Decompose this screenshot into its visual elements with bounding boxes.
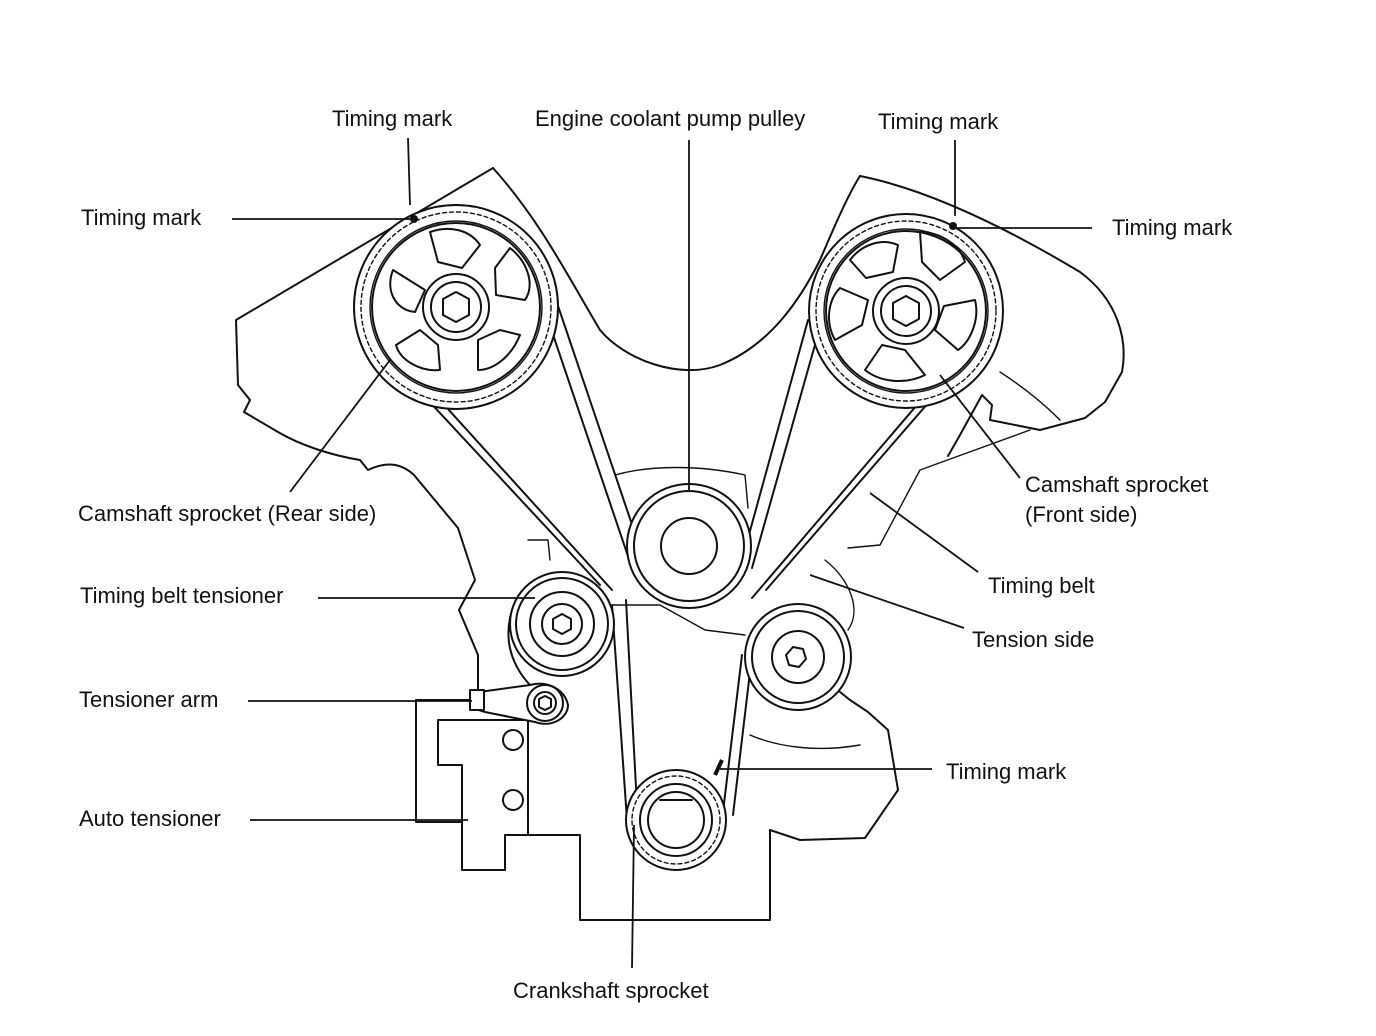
crankshaft-sprocket: [625, 769, 727, 871]
label-coolant-pump-pulley: Engine coolant pump pulley: [535, 106, 805, 131]
label-camshaft-sprocket-front-1: Camshaft sprocket: [1025, 472, 1208, 497]
label-timing-mark-crank: Timing mark: [946, 759, 1067, 784]
timing-mark-indicators: [410, 215, 957, 776]
label-tension-side: Tension side: [972, 627, 1094, 652]
leader-timing-belt: [869, 492, 979, 573]
camshaft-sprocket-rear: [353, 204, 559, 410]
label-auto-tensioner: Auto tensioner: [79, 806, 221, 831]
label-timing-mark-left: Timing mark: [81, 205, 202, 230]
label-crankshaft-sprocket: Crankshaft sprocket: [513, 978, 709, 1003]
idler-pulley: [744, 603, 852, 711]
leader-lines: [232, 137, 1092, 969]
camshaft-sprocket-front: [808, 213, 1004, 409]
leader-tension-side: [809, 574, 965, 629]
engine-block-outline: [235, 167, 1125, 921]
front-sprocket-spokes: [828, 231, 978, 382]
tensioner-arm: [469, 682, 569, 725]
label-timing-mark-top-left: Timing mark: [332, 106, 453, 131]
label-timing-mark-top-right: Timing mark: [878, 109, 999, 134]
label-timing-mark-right: Timing mark: [1112, 215, 1233, 240]
leader-camshaft-rear: [289, 359, 391, 493]
rear-sprocket-spokes: [389, 227, 531, 372]
leader-camshaft-front: [939, 374, 1021, 479]
leader-timing-mark-top-left: [407, 137, 411, 206]
label-tensioner-arm: Tensioner arm: [79, 687, 218, 712]
label-timing-belt-tensioner: Timing belt tensioner: [80, 583, 283, 608]
label-camshaft-sprocket-front-2: (Front side): [1025, 502, 1137, 527]
label-camshaft-sprocket-rear: Camshaft sprocket (Rear side): [78, 501, 376, 526]
label-timing-belt: Timing belt: [988, 573, 1095, 598]
coolant-pump-pulley: [626, 483, 752, 609]
timing-belt-tensioner-pulley: [509, 571, 615, 677]
leader-crankshaft: [631, 824, 635, 969]
auto-tensioner-body: [437, 719, 529, 871]
